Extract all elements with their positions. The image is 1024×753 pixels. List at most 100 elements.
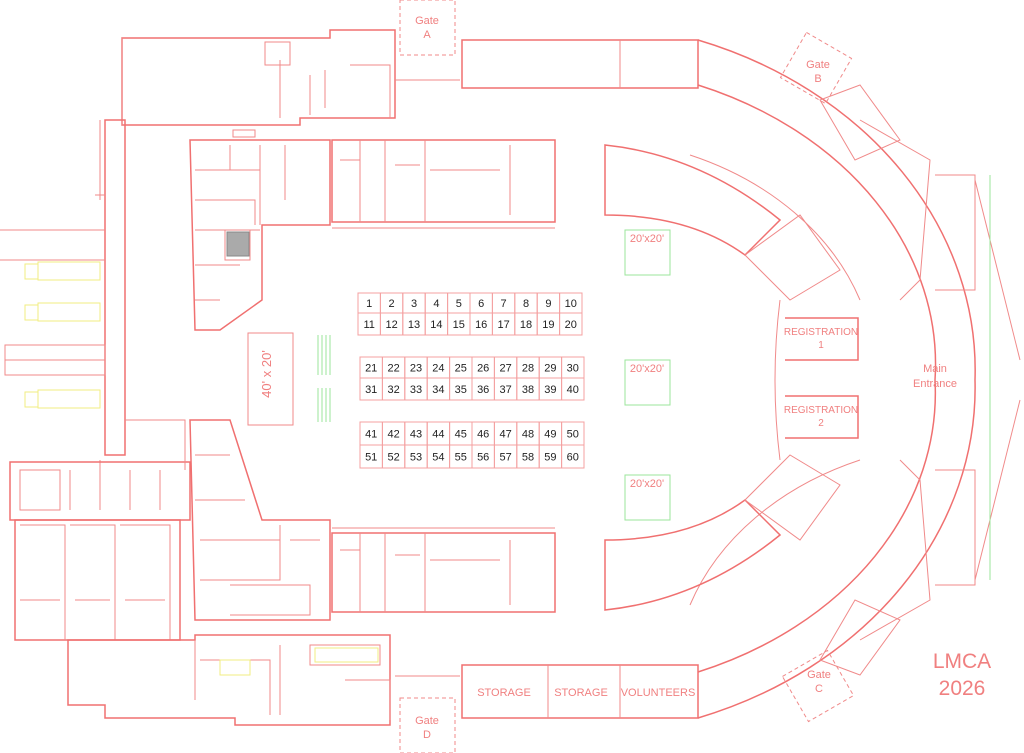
booth-number: 4 [433,298,439,310]
gate-a-label-line2: A [423,29,431,41]
registration-2-number: 2 [818,418,824,429]
registration-2-label: REGISTRATION [784,405,858,416]
west-wing-walls [0,29,396,726]
gate-b-label: Gate B [806,59,830,85]
booth-number: 13 [408,319,420,331]
booth-number: 43 [410,429,422,441]
truck-3 [24,389,101,409]
booth-number: 11 [363,319,374,331]
booth-number: 7 [501,298,507,310]
booth-number: 54 [432,452,444,464]
gate-b-area [779,31,853,105]
booth-number: 55 [455,452,467,464]
booth-number: 9 [545,298,551,310]
booth-number: 5 [456,298,462,310]
main-entrance-line2: Entrance [913,378,957,390]
booth-number: 44 [432,429,444,441]
booth-number: 56 [477,452,489,464]
equipment-block [226,231,250,257]
stage-label: 40' x 20' [259,350,274,398]
tent-1-label: 20'x20' [630,233,664,245]
booth-number: 47 [499,429,511,441]
gate-d-label-line2: D [423,729,431,741]
booth-number: 49 [544,429,556,441]
booth-number: 51 [365,452,377,464]
booth-number: 38 [522,384,534,396]
booth-number: 28 [522,363,534,375]
volunteers-label: VOLUNTEERS [621,687,696,699]
booth-number: 26 [477,363,489,375]
booth-number: 57 [499,452,511,464]
vehicles [24,261,101,409]
booth-60[interactable] [561,444,585,469]
gate-c-label-line2: C [815,683,823,695]
booth-number: 41 [365,429,377,441]
truck-2 [24,302,101,322]
registration-1-label: REGISTRATION [784,327,858,338]
tent-3: 20'x20' [624,474,671,521]
booth-number: 36 [477,384,489,396]
gates [399,0,855,753]
booth-20[interactable] [559,312,583,336]
storage-1-label: STORAGE [477,687,531,699]
booth-number: 10 [565,298,577,310]
booth-number: 22 [387,363,399,375]
gate-d-label: Gate D [415,715,439,741]
booth-number: 48 [522,429,534,441]
watermark-year: 2026 [939,677,986,700]
gate-a-label: Gate A [415,15,439,41]
booth-number: 1 [366,298,372,310]
booth-number: 31 [365,384,377,396]
booth-number: 32 [387,384,399,396]
booth-number: 35 [455,384,467,396]
tent-1: 20'x20' [624,229,671,276]
stage-area: 40' x 20' [247,332,331,426]
gate-d-area [399,697,456,753]
main-entrance-line1: Main [923,363,947,375]
booth-number: 14 [430,319,442,331]
booth-number: 34 [432,384,444,396]
gate-c-label: Gate C [807,669,831,695]
booth-number: 40 [567,384,579,396]
booth-number: 16 [475,319,487,331]
booth-number: 46 [477,429,489,441]
booth-number: 20 [565,319,577,331]
truck-1 [24,261,101,281]
booth-number: 3 [411,298,417,310]
watermark-org: LMCA [933,650,991,673]
booth-number: 33 [410,384,422,396]
gate-b-label-line1: Gate [806,59,830,71]
booth-number: 17 [497,319,509,331]
booth-number: 53 [410,452,422,464]
booth-number: 12 [385,319,397,331]
tent-3-label: 20'x20' [630,478,664,490]
main-entrance-label: Main Entrance [913,363,957,390]
booth-number: 8 [523,298,529,310]
gate-a-label-line1: Gate [415,15,439,27]
booth-number: 37 [499,384,511,396]
booth-number: 19 [542,319,554,331]
tent-2: 20'x20' [624,359,671,406]
lmca-watermark: LMCA 2026 [933,650,991,700]
booth-number: 24 [432,363,444,375]
seating-rows [317,335,331,422]
booth-number: 6 [478,298,484,310]
booth-number: 60 [567,452,579,464]
booth-number: 52 [387,452,399,464]
gate-a-area [399,0,456,56]
booth-number: 2 [389,298,395,310]
booth-number: 23 [410,363,422,375]
arena-bays [331,39,699,719]
booth-number: 30 [567,363,579,375]
east-concourse [604,39,1021,719]
booth-number: 50 [567,429,579,441]
tent-2-label: 20'x20' [630,363,664,375]
registration-1-number: 1 [818,340,824,351]
booth-number: 21 [365,363,377,375]
stage-outline [247,332,294,426]
booth-number: 18 [520,319,532,331]
gate-b-label-line2: B [814,73,821,85]
booth-40[interactable] [561,377,585,401]
